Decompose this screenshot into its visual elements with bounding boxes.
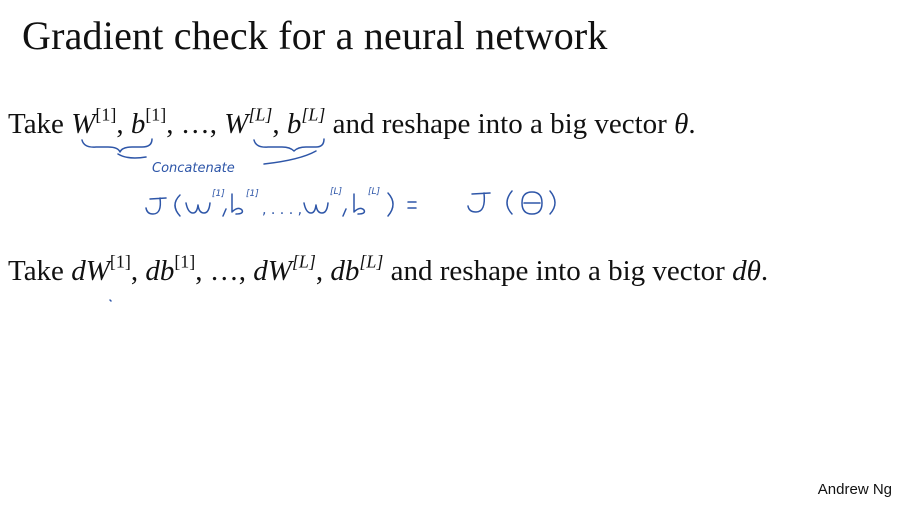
take-word: Take	[8, 255, 64, 287]
connector-left	[117, 153, 147, 159]
take-word: Take	[8, 108, 64, 140]
period: .	[760, 255, 769, 287]
ellipsis: …	[209, 255, 239, 287]
reshape-text: and reshape into a big vector	[332, 108, 667, 140]
reshape-gradients-statement: Take dW[1], db[1], …, dW[L], db[L] and r…	[8, 251, 769, 287]
hand-comma-1	[222, 208, 227, 217]
wl-symbol: W[L]	[224, 104, 273, 140]
hand-J-1	[145, 197, 167, 215]
hand-w-2	[303, 202, 329, 214]
dbl-symbol: db[L]	[330, 251, 384, 287]
db1-symbol: db[1]	[145, 251, 196, 287]
hand-J-2	[467, 192, 491, 213]
hand-paren-4	[549, 190, 556, 215]
hand-paren-1	[174, 194, 181, 217]
dtheta-symbol: dθ	[732, 255, 761, 287]
hand-sup-2: [1]	[246, 189, 259, 199]
brace-wl	[253, 138, 325, 152]
dwl-symbol: dW[L]	[253, 251, 316, 287]
concatenate-label: Concatenate	[152, 161, 235, 176]
connector-right	[263, 150, 317, 165]
author-credit: Andrew Ng	[817, 481, 892, 498]
hand-theta	[521, 191, 543, 215]
hand-b-2	[353, 193, 366, 215]
reshape-text: and reshape into a big vector	[390, 255, 725, 287]
w1-symbol: W[1]	[71, 104, 117, 140]
hand-paren-3	[506, 190, 513, 215]
hand-b-1	[231, 193, 244, 215]
stray-dot	[109, 299, 112, 302]
hand-sup-1: [1]	[212, 189, 225, 199]
reshape-parameters-statement: Take W[1], b[1], …, W[L], b[L] and resha…	[8, 104, 696, 140]
hand-dots: , . . . ,	[262, 202, 302, 218]
theta-symbol: θ	[674, 108, 689, 140]
brace-w1	[81, 138, 153, 153]
hand-paren-2	[387, 192, 394, 217]
hand-equals	[407, 201, 417, 209]
bl-symbol: b[L]	[286, 104, 326, 140]
period: .	[688, 108, 696, 140]
slide-title: Gradient check for a neural network	[22, 13, 608, 58]
ellipsis: …	[180, 108, 210, 140]
hand-w-1	[185, 202, 211, 214]
hand-sup-4: [L]	[368, 187, 381, 197]
b1-symbol: b[1]	[130, 104, 167, 140]
dw1-symbol: dW[1]	[71, 251, 131, 287]
hand-sup-3: [L]	[330, 187, 343, 197]
hand-comma-2	[342, 208, 347, 217]
